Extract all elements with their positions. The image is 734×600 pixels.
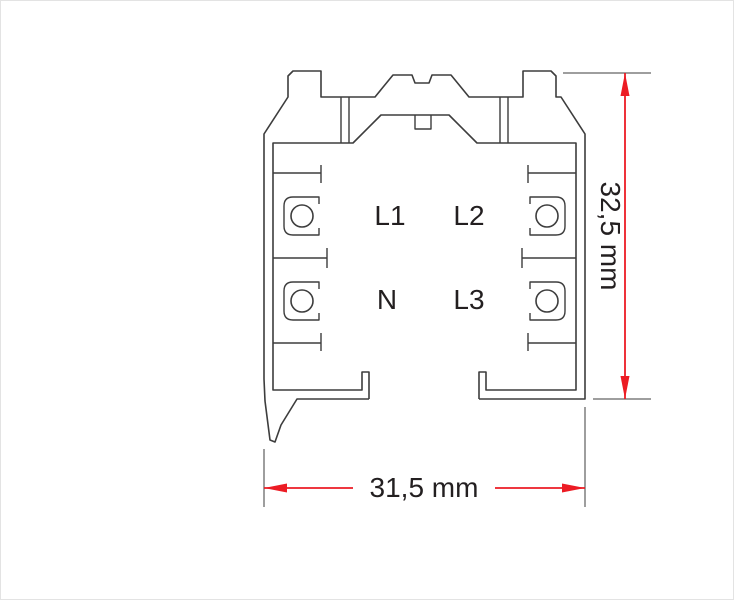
comb-left-fin-top <box>273 165 322 183</box>
width-dimension-label: 31,5 mm <box>370 472 479 503</box>
conductor-l3 <box>535 289 559 313</box>
insulator-comb-left <box>273 165 328 351</box>
top-channel-left <box>340 97 350 143</box>
comb-right-fin-top <box>527 165 576 183</box>
comb-right-pocket-1 <box>529 196 566 236</box>
top-channel-right <box>499 97 509 143</box>
label-l3: L3 <box>453 284 484 315</box>
comb-left-pocket-1 <box>283 196 320 236</box>
label-l2: L2 <box>453 200 484 231</box>
width-arrow-left <box>264 483 287 493</box>
dimension-height: 32,5 mm <box>563 72 651 400</box>
top-center-tab <box>414 115 432 130</box>
profile-outer-outline <box>263 70 586 443</box>
profile <box>263 70 586 443</box>
comb-right-pocket-2 <box>529 281 566 321</box>
width-arrow-right <box>562 483 585 493</box>
label-l1: L1 <box>374 200 405 231</box>
dimension-width: 31,5 mm <box>263 407 586 507</box>
comb-right-fin-middle <box>521 248 576 268</box>
profile-inner-outline <box>272 114 577 399</box>
width-label-background <box>353 472 495 504</box>
comb-left-pocket-2 <box>283 281 320 321</box>
comb-left-fin-bottom <box>273 333 322 351</box>
conductor-l1 <box>290 204 314 228</box>
height-dimension-label: 32,5 mm <box>595 182 626 291</box>
conductor-labels: L1 L2 N L3 <box>374 200 484 315</box>
comb-right-fin-bottom <box>527 333 576 351</box>
label-n: N <box>377 284 397 315</box>
height-arrow-bottom <box>620 376 630 399</box>
conductor-n <box>290 289 314 313</box>
insulator-comb-right <box>521 165 576 351</box>
conductor-l2 <box>535 204 559 228</box>
height-arrow-top <box>620 73 630 96</box>
comb-left-fin-middle <box>273 248 328 268</box>
